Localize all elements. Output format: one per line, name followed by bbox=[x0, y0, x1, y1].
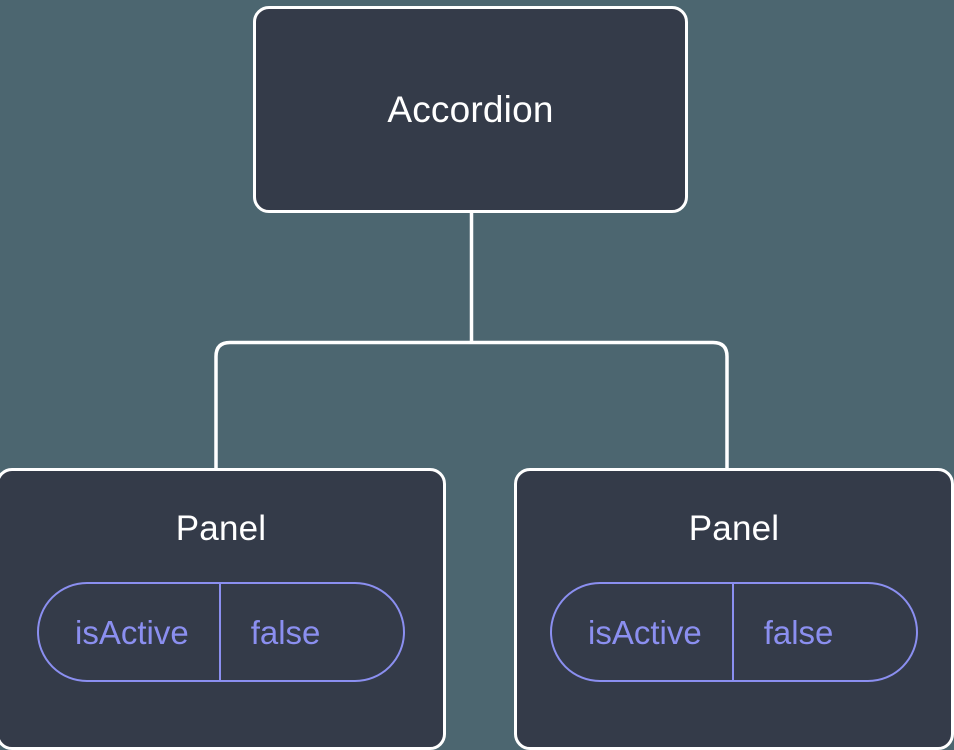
prop-badge-isactive-left[interactable]: isActive false bbox=[37, 582, 405, 682]
component-tree-diagram: Accordion Panel isActive false Panel isA… bbox=[0, 6, 954, 750]
prop-value-label: false bbox=[218, 584, 357, 680]
prop-badge-isactive-right[interactable]: isActive false bbox=[550, 582, 918, 682]
prop-key-label: isActive bbox=[588, 613, 702, 651]
node-accordion[interactable]: Accordion bbox=[253, 6, 688, 213]
prop-value-label: false bbox=[731, 584, 870, 680]
edge-root-to-panel-right bbox=[471, 340, 729, 470]
node-panel-left[interactable]: Panel isActive false bbox=[0, 468, 446, 750]
node-panel-right-label: Panel bbox=[688, 509, 780, 548]
edge-root-to-panel-left bbox=[214, 340, 472, 470]
node-accordion-label: Accordion bbox=[387, 89, 554, 130]
node-panel-left-label: Panel bbox=[175, 509, 267, 548]
node-panel-right[interactable]: Panel isActive false bbox=[514, 468, 954, 750]
prop-key-label: isActive bbox=[75, 613, 189, 651]
